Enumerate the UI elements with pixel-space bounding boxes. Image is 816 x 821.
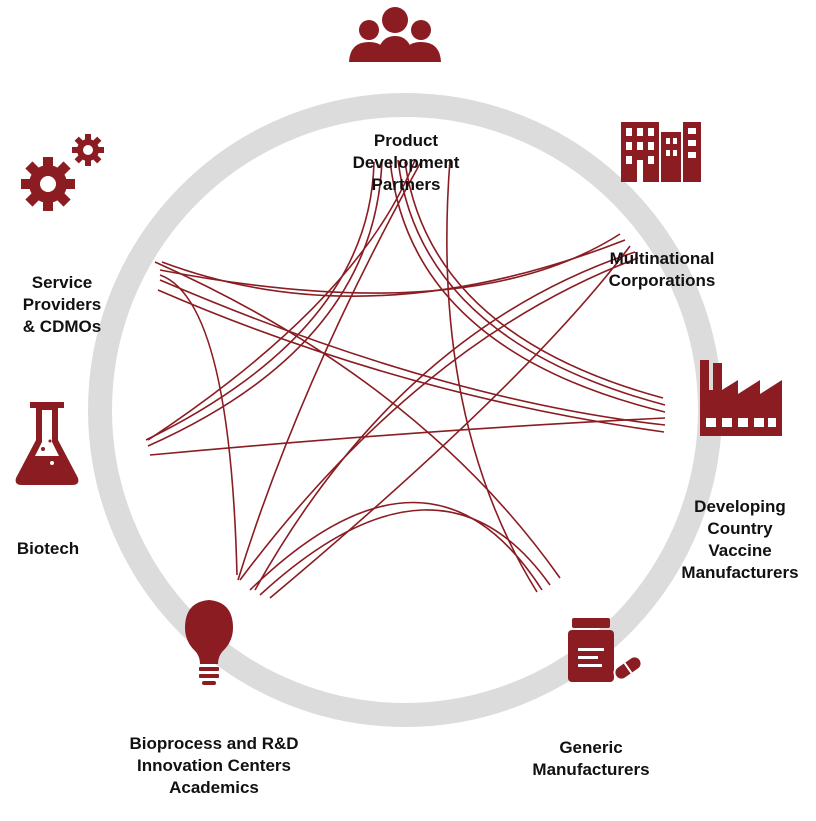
connection-line [237,159,423,581]
node-label-biotech: Biotech [16,539,80,558]
gears-icon [21,134,104,211]
lightbulb-icon [185,600,233,685]
connection-line [147,159,416,441]
factory-icon [700,360,782,436]
ecosystem-diagram [15,7,782,727]
connection-line [249,501,543,591]
connection-line [147,159,383,447]
connection-line [397,159,666,406]
connection-line [161,239,626,297]
connection-line [145,161,375,441]
connection-line [157,289,665,433]
connection-lines [145,159,666,599]
connection-line [446,159,538,593]
connection-line [404,161,664,399]
connection-line [159,279,666,426]
people-group-icon [349,7,441,62]
connection-line [389,159,666,413]
connection-line [239,257,639,581]
connection-line [159,274,238,576]
connection-line [154,261,561,579]
flask-icon [15,402,79,485]
connection-line [269,245,631,599]
pill-bottle-icon [568,618,643,682]
connection-line [159,233,621,294]
connection-line [149,417,666,456]
office-building-icon [621,122,701,182]
connection-line [259,509,551,596]
